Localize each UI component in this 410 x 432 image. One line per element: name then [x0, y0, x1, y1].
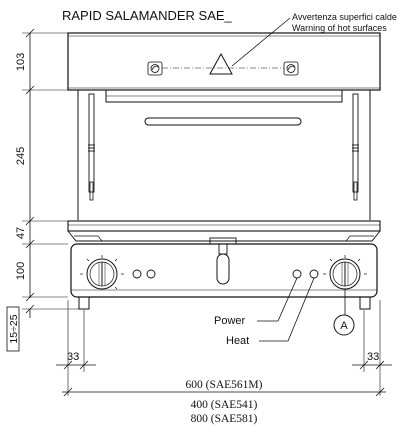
dim-foot-left: 33	[67, 351, 79, 363]
width-alt-2: 800 (SAE581)	[191, 413, 258, 425]
grill-plate	[67, 220, 381, 242]
dim-body-height: 245	[15, 147, 27, 165]
right-foot	[359, 296, 371, 310]
right-knob-scale	[323, 255, 367, 275]
heating-slot	[144, 117, 302, 126]
left-indicator-lamp	[132, 269, 142, 279]
overall-width-dimension	[62, 372, 386, 397]
drawing-title: RAPID SALAMANDER SAE_	[62, 8, 233, 23]
dim-feet-height: 15÷25	[8, 314, 20, 343]
dim-hood-height: 103	[15, 53, 27, 71]
dim-feet-box	[6, 306, 20, 352]
vertical-dimension-chain	[22, 28, 80, 318]
dim-grill-height: 47	[15, 227, 27, 239]
dim-panel-height: 100	[15, 262, 27, 280]
warning-label-en: Warning of hot surfaces	[292, 23, 387, 33]
dim-foot-right: 33	[367, 351, 379, 363]
body-frame	[77, 89, 371, 220]
foot-offset-dimensions	[56, 300, 392, 372]
warning-leader	[231, 17, 291, 67]
width-alt-1: 400 (SAE541)	[191, 399, 258, 411]
power-label: Power	[214, 315, 246, 327]
left-foot	[78, 296, 90, 310]
power-lamp	[292, 269, 302, 279]
hot-surface-warning-icon	[209, 52, 233, 75]
heat-lamp	[309, 269, 319, 279]
right-knob	[329, 258, 361, 290]
left-knob	[86, 258, 118, 290]
hood-logo-left	[147, 61, 163, 76]
detail-marker	[333, 314, 355, 336]
width-main: 600 (SAE561M)	[186, 379, 263, 391]
hood	[67, 32, 381, 91]
front-handle	[209, 237, 237, 285]
hood-logo-right	[283, 61, 299, 76]
heat-leader	[259, 277, 315, 342]
left-lift-rod	[88, 93, 95, 201]
left-indicator-lamp-2	[146, 269, 156, 279]
warning-label-it: Avvertenza superfici calde	[292, 12, 397, 22]
left-knob-scale	[80, 255, 124, 290]
power-leader	[257, 277, 298, 322]
heat-label: Heat	[226, 335, 249, 347]
control-panel	[70, 243, 378, 298]
right-lift-rod	[352, 93, 359, 201]
detail-marker-label: A	[340, 320, 348, 332]
